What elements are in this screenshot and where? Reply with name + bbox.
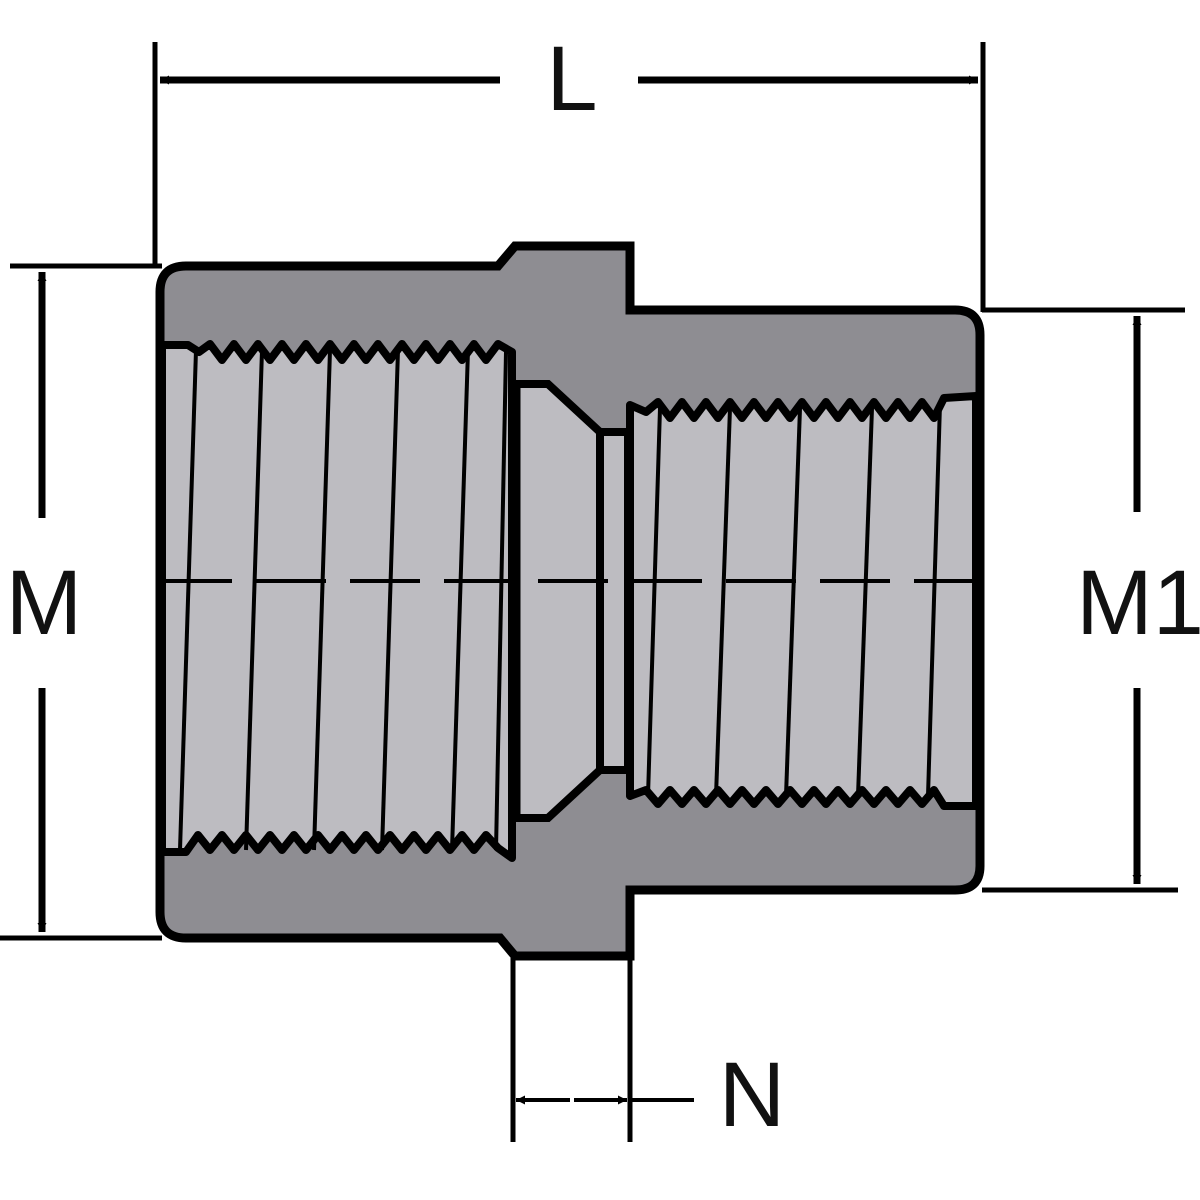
small-end-bore <box>626 392 980 810</box>
dimension-M1: M1 <box>982 307 1200 893</box>
label-M: M <box>6 552 83 654</box>
label-L: L <box>546 28 597 130</box>
large-end-bore <box>158 340 516 862</box>
label-N: N <box>719 1044 785 1146</box>
transition-cone <box>511 380 632 822</box>
dimension-M: M <box>0 263 162 941</box>
label-M1: M1 <box>1076 552 1200 654</box>
dimension-L: L <box>152 28 986 312</box>
dimension-N: N <box>510 958 785 1146</box>
